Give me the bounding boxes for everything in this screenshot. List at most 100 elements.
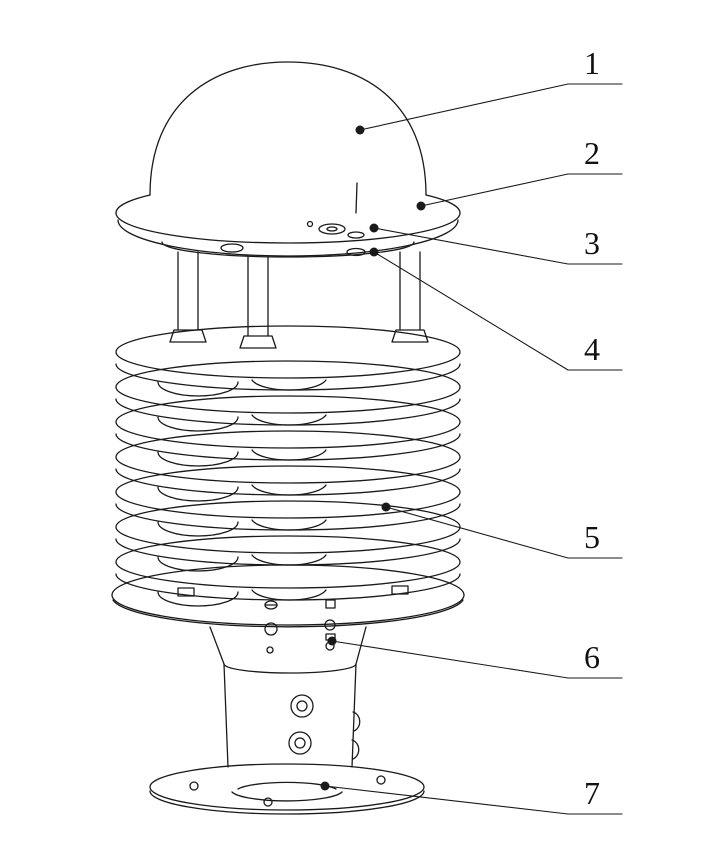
louver-plate [115,465,461,519]
plate-edge [161,241,415,258]
callout-number: 7 [584,775,600,811]
sensor-port-inner [326,226,338,232]
callout-dot [369,247,379,257]
sensor-port-small [347,231,365,239]
callout-dot [369,223,379,233]
callout-leader-line [331,640,623,679]
mounting-plate [161,220,415,258]
callout-leader-line [385,506,623,559]
indicator-left-upper [264,622,278,636]
flange-thickness [149,790,425,815]
callout-3: 3 [369,223,623,265]
collar-thickness [117,219,459,257]
louver-plate [115,430,461,484]
collar-tip-right [425,194,461,214]
dome-seam [355,182,358,214]
callout-1: 1 [355,45,623,135]
screw-upper-inner [296,700,308,712]
callout-number: 1 [584,45,600,81]
neck-side-left [223,663,229,768]
flange-bolt-front [263,797,273,807]
callouts: 1 2 3 4 5 6 7 [320,45,623,815]
callout-4: 4 [369,247,623,371]
flange-bolt-right [376,775,386,785]
neck-side-right [351,663,357,768]
louver-spacer-center [251,554,327,566]
base-plate-rim [111,564,465,626]
louver-spacer-center [251,589,327,601]
louver-spacer-center [251,519,327,531]
callout-number: 5 [584,519,600,555]
louver-spacer-center [251,449,327,461]
connector-upper [324,619,336,631]
side-port-lower [351,739,360,760]
sensor-port-lower [346,247,366,257]
access-screws [288,694,361,760]
screw-upper-outer [290,694,314,718]
louver-stack [115,325,461,607]
post-middle-foot [239,335,277,349]
dome [149,61,427,214]
indicator-left-lower [266,646,274,654]
neck [209,626,367,768]
shield-base [111,564,465,628]
louver-spacer-left [157,521,239,537]
collar [115,194,461,257]
port-square [325,599,336,609]
callout-number: 2 [584,135,600,171]
louver-spacer-center [251,379,327,391]
louver-spacer-left [157,486,239,502]
callout-6: 6 [327,636,623,679]
callout-number: 3 [584,225,600,261]
louver-spacer-left [157,591,239,607]
callout-2: 2 [416,135,623,211]
louver-spacer-center [251,484,327,496]
collar-tip-left [115,194,151,214]
collar-front-edge [115,212,461,244]
callout-number: 6 [584,639,600,675]
callout-dot [416,201,426,211]
flange-rim [149,763,425,811]
screw-lower-outer [288,731,312,755]
callout-dot [381,502,391,512]
neck-taper-left [209,626,225,665]
base-tab-right [391,585,409,595]
louver-plate [115,325,461,379]
louver-plate [115,500,461,554]
callout-7: 7 [320,775,623,815]
dome-outline [149,61,427,196]
neck-joint [223,663,357,674]
callout-leader-line [373,227,623,265]
post-middle [247,256,269,337]
louver-spacer-center [251,414,327,426]
callout-number: 4 [584,331,600,367]
louver-spacer-left [157,556,239,572]
flange-bolt-left [189,781,199,791]
post-right-foot [391,329,429,343]
callout-leader-line [420,173,623,207]
louver-plate [115,395,461,449]
louver-plate [115,360,461,414]
support-posts [169,251,429,349]
screw-lower-inner [294,737,306,749]
post-left [177,251,199,331]
louver-plate [115,535,461,589]
louver-spacer-left [157,416,239,432]
base-flange [149,763,425,815]
louver-spacer-left [157,381,239,397]
callout-leader-line [359,83,623,131]
callout-dot [355,125,365,135]
callout-dot [327,636,337,646]
plate-hole [220,243,244,253]
louver-spacer-left [157,451,239,467]
side-port-upper [352,711,361,732]
callout-leader-line [373,251,623,371]
callout-leader-line [324,785,623,815]
base-tab-left [177,587,195,597]
post-right [399,251,421,331]
sensor-port-outer [318,223,346,235]
callout-5: 5 [381,502,623,559]
base-plate-thickness [112,599,464,628]
